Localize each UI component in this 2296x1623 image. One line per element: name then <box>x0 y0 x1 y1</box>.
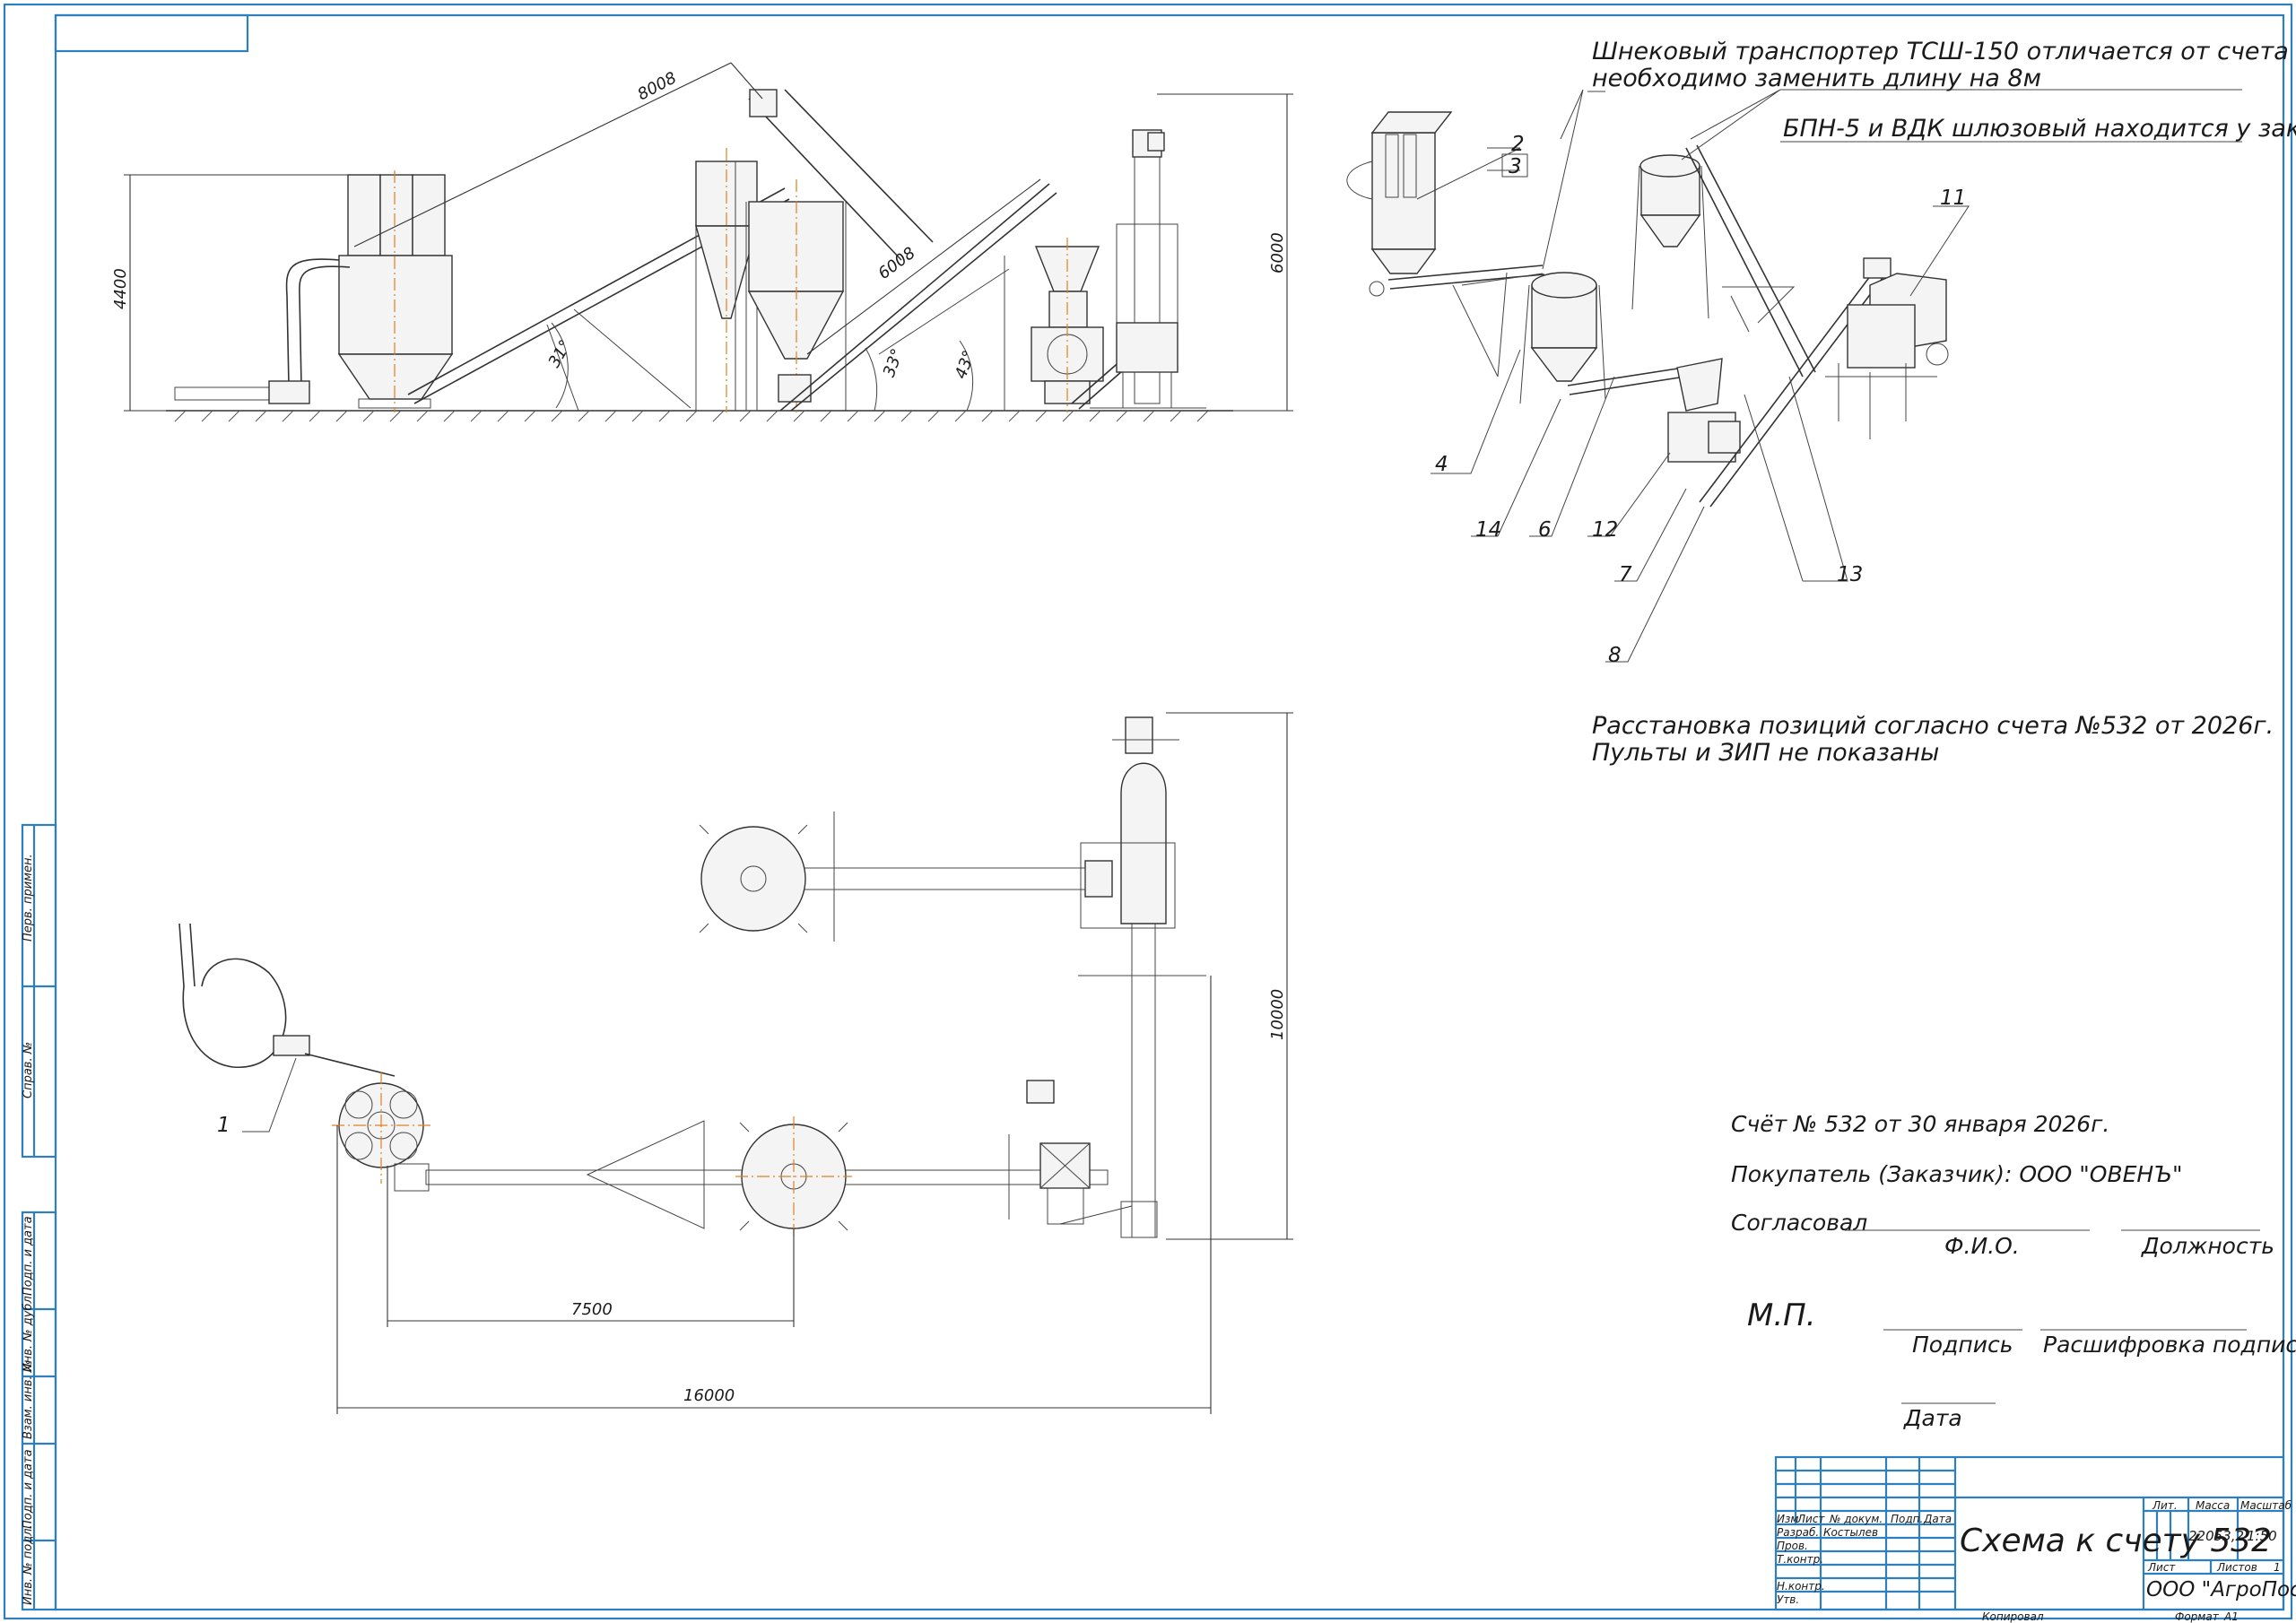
dim-4400: 4400 <box>111 268 130 309</box>
tb-razrab: Разраб. <box>1777 1526 1819 1539</box>
stamp-inv-podl: Инв. № подл. <box>22 1524 35 1605</box>
decode-label: Расшифровка подписи <box>2043 1332 2296 1358</box>
buyer-line: Покупатель (Заказчик): ООО "ОВЕНЪ" <box>1731 1161 2183 1187</box>
callout-8: 8 <box>1608 644 1622 667</box>
agreed-label: Согласовал <box>1731 1210 1867 1236</box>
tb-list: Лист <box>1796 1513 1825 1525</box>
sheet-footer: Копировал Формат А1 <box>1982 1610 2239 1623</box>
callout-4: 4 <box>1435 453 1448 476</box>
callout-12: 12 <box>1592 518 1618 542</box>
plan-view: 10000 7500 16000 1 <box>178 712 1293 1414</box>
stamp-mp: М.П. <box>1747 1298 1816 1333</box>
invoice-block: Счёт № 532 от 30 января 2026г. Покупател… <box>1731 1111 2296 1431</box>
footer-copied: Копировал <box>1982 1610 2044 1623</box>
date-label: Дата <box>1903 1405 1962 1431</box>
side-stamp-column: Перв. примен. Справ. № Подп. и дата Инв.… <box>21 823 57 1611</box>
isometric-view: 2 3 11 4 14 6 12 7 8 13 <box>1346 89 2242 667</box>
dim-10000: 10000 <box>1268 989 1287 1040</box>
footer-format-value: А1 <box>2223 1610 2239 1623</box>
callout-11: 11 <box>1940 187 1966 210</box>
tb-masshtab: Масштаб <box>2240 1499 2292 1512</box>
tb-scale-value: 1:50 <box>2247 1528 2277 1544</box>
tb-title: Схема к счету 532 <box>1960 1523 2272 1559</box>
callout-1: 1 <box>217 1114 230 1137</box>
dim-16000: 16000 <box>683 1386 735 1405</box>
angle-31: 31° <box>544 337 575 371</box>
tb-sheets-value: 1 <box>2274 1561 2281 1574</box>
callout-13: 13 <box>1837 563 1863 586</box>
position-label: Должность <box>2141 1233 2274 1259</box>
callout-2: 2 <box>1511 133 1525 156</box>
tb-nkontr: Н.контр. <box>1777 1580 1825 1593</box>
sheet-frame <box>3 3 2293 1620</box>
dim-6000: 6000 <box>1268 232 1287 273</box>
callout-14: 14 <box>1475 518 1501 542</box>
angle-43: 43° <box>952 348 979 381</box>
stamp-perv-primen: Перв. примен. <box>22 854 35 942</box>
tb-prov: Пров. <box>1777 1540 1808 1552</box>
callout-7: 7 <box>1619 563 1632 586</box>
footer-format: Формат <box>2175 1610 2220 1623</box>
tb-tkontr: Т.контр. <box>1777 1553 1823 1566</box>
tb-razrab-name: Костылев <box>1823 1526 1878 1539</box>
tb-lit: Лит. <box>2152 1499 2178 1512</box>
title-block: Изм Лист № докум. Подп. Дата Разраб. Кос… <box>1774 1455 2296 1611</box>
stamp-vzam-inv: Взам. инв. № <box>22 1360 35 1439</box>
invoice-line: Счёт № 532 от 30 января 2026г. <box>1731 1111 2109 1137</box>
tb-sheets-label: Листов <box>2216 1561 2257 1574</box>
tb-podp: Подп. <box>1891 1513 1923 1525</box>
tb-izm: Изм <box>1777 1513 1798 1525</box>
fio-label: Ф.И.О. <box>1944 1233 2020 1259</box>
note-transporter-line-2: необходимо заменить длину на 8м <box>1592 65 2041 92</box>
dim-7500: 7500 <box>571 1300 613 1319</box>
note-placement-line-2: Пульты и ЗИП не показаны <box>1592 739 1939 767</box>
tb-doc-no: № докум. <box>1829 1513 1883 1525</box>
tb-utv: Утв. <box>1777 1593 1799 1606</box>
callout-3: 3 <box>1509 155 1522 178</box>
stamp-podp-data-1: Подп. и дата <box>22 1216 35 1296</box>
stamp-sprav: Справ. № <box>22 1042 35 1098</box>
dim-6008: 6008 <box>874 244 918 283</box>
side-elevation-view: 31° 33° 43° <box>111 62 1293 422</box>
signature-label: Подпись <box>1912 1332 2013 1358</box>
tb-sheet-label: Лист <box>2147 1561 2176 1574</box>
tb-company: ООО "АгроПоставка" <box>2146 1578 2296 1601</box>
callout-6: 6 <box>1538 518 1552 542</box>
note-transporter-line-1: Шнековый транспортер ТСШ-150 отличается … <box>1592 38 2289 65</box>
tb-massa: Масса <box>2196 1499 2230 1512</box>
tb-mass-value: 22053,2 <box>2188 1528 2244 1544</box>
notes: Шнековый транспортер ТСШ-150 отличается … <box>1587 38 2296 767</box>
tb-data: Дата <box>1923 1513 1952 1525</box>
stamp-inv-dubl: Инв. № дубл. <box>22 1292 35 1372</box>
note-placement-line-1: Расстановка позиций согласно счета №532 … <box>1592 712 2274 740</box>
note-customer: БПН-5 и ВДК шлюзовый находится у заказчи… <box>1783 115 2296 143</box>
stamp-podp-data-2: Подп. и дата <box>22 1449 35 1529</box>
